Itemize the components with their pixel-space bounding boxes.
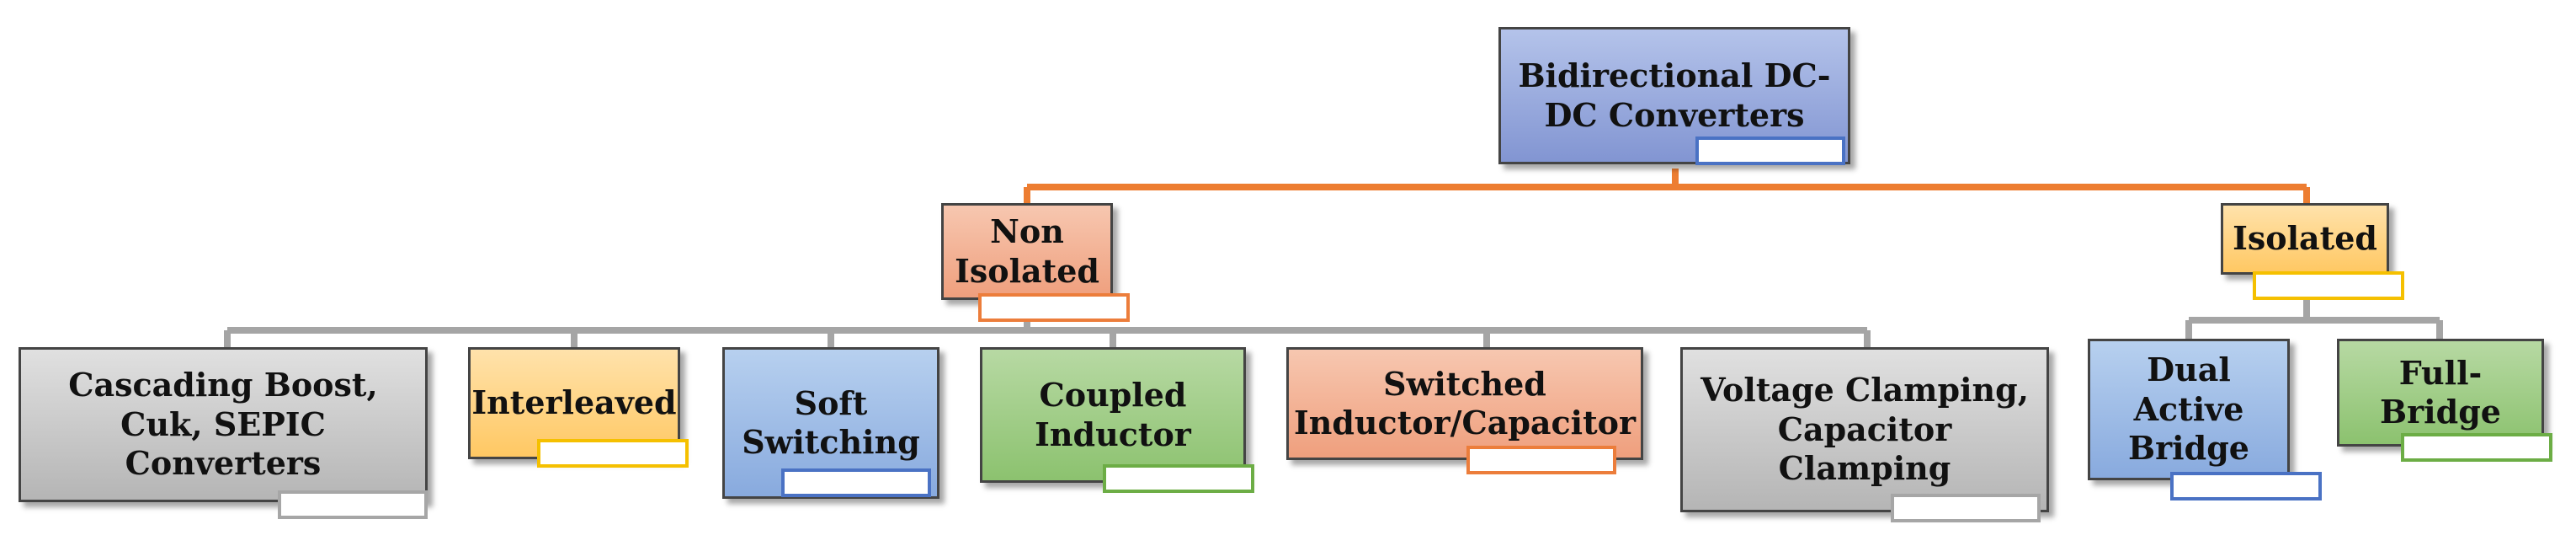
node-dual-active-bridge: Dual Active Bridge: [2088, 339, 2290, 480]
node-soft-switching-tag: [781, 468, 931, 497]
node-non-isolated-label: Non Isolated: [955, 212, 1099, 290]
node-switched-inductor-label: Switched Inductor/Capacitor: [1293, 364, 1637, 442]
connector-root-to-level1: [1024, 169, 2310, 206]
node-coupled-inductor-tag: [1103, 464, 1254, 493]
node-full-bridge-label: Full- Bridge: [2380, 353, 2501, 431]
node-non-isolated: Non Isolated: [941, 203, 1113, 300]
node-full-bridge: Full- Bridge: [2337, 339, 2544, 447]
node-isolated-tag: [2253, 271, 2404, 300]
node-voltage-clamping: Voltage Clamping, Capacitor Clamping: [1680, 347, 2049, 512]
node-root-tag: [1695, 136, 1845, 165]
node-isolated-label: Isolated: [2233, 219, 2377, 258]
node-root: Bidirectional DC- DC Converters: [1498, 27, 1850, 164]
node-full-bridge-tag: [2401, 433, 2552, 462]
node-coupled-inductor-label: Coupled Inductor: [1035, 376, 1191, 453]
node-switched-inductor-tag: [1466, 446, 1616, 474]
node-cascading-boost: Cascading Boost, Cuk, SEPIC Converters: [19, 347, 428, 502]
node-soft-switching-label: Soft Switching: [742, 383, 920, 461]
node-coupled-inductor: Coupled Inductor: [980, 347, 1246, 483]
node-isolated: Isolated: [2221, 203, 2389, 275]
connector-isolated-to-children: [2185, 295, 2443, 339]
node-root-label: Bidirectional DC- DC Converters: [1518, 56, 1831, 134]
node-interleaved-tag: [537, 439, 689, 468]
node-interleaved-label: Interleaved: [471, 383, 677, 422]
node-voltage-clamping-label: Voltage Clamping, Capacitor Clamping: [1700, 371, 2029, 488]
node-dual-active-bridge-label: Dual Active Bridge: [2128, 351, 2249, 468]
node-voltage-clamping-tag: [1891, 494, 2041, 522]
node-cascading-boost-tag: [278, 490, 428, 519]
node-non-isolated-tag: [978, 293, 1130, 322]
node-cascading-boost-label: Cascading Boost, Cuk, SEPIC Converters: [68, 366, 378, 483]
node-dual-active-bridge-tag: [2170, 472, 2322, 500]
node-switched-inductor: Switched Inductor/Capacitor: [1286, 347, 1643, 460]
